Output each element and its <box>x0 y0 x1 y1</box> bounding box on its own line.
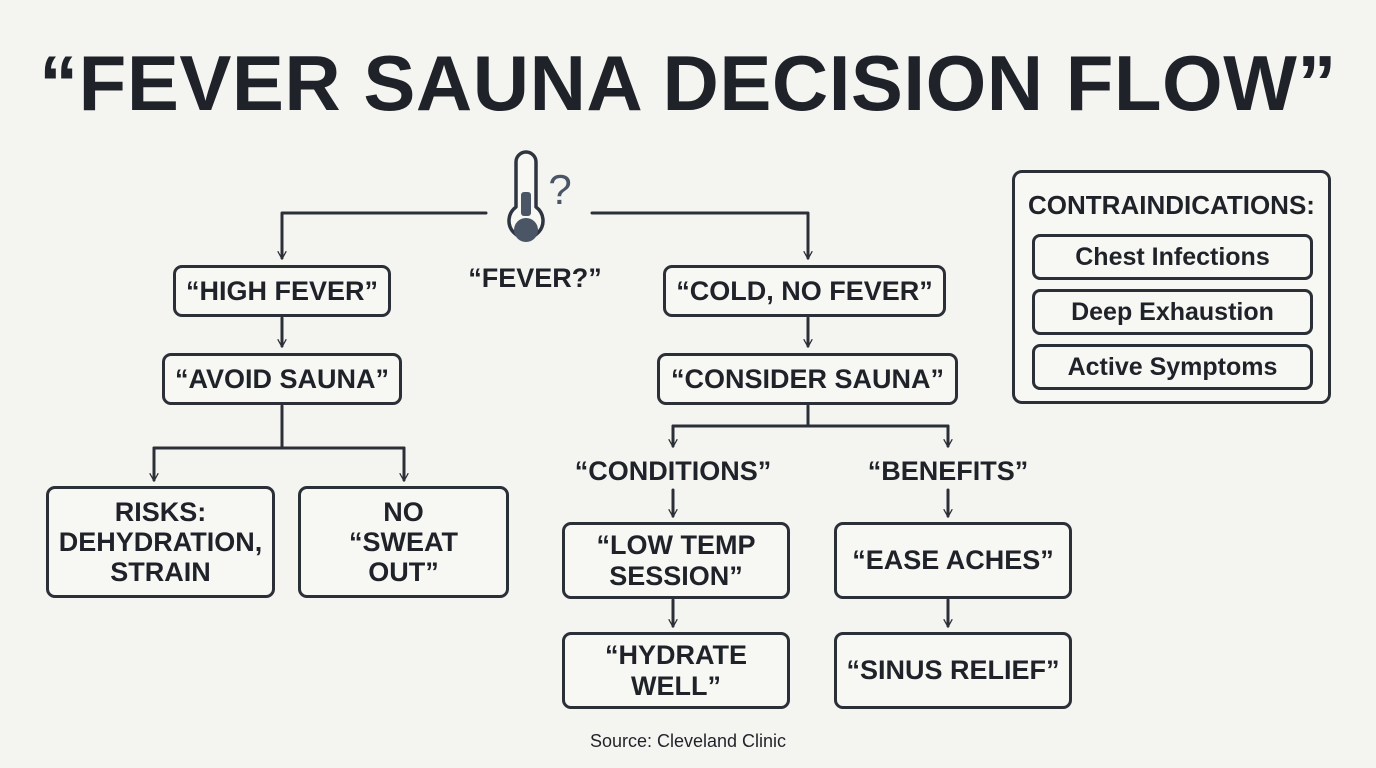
cold-no-fever-box: “COLD, NO FEVER” <box>663 265 946 317</box>
thermometer-icon <box>507 150 545 242</box>
contraindication-chest-infections: Chest Infections <box>1032 234 1313 280</box>
avoid-sauna-label: “AVOID SAUNA” <box>174 363 389 394</box>
contraindication-label: Deep Exhaustion <box>1071 297 1274 326</box>
high-fever-box: “HIGH FEVER” <box>173 265 391 317</box>
question-mark-icon: ? <box>548 166 571 213</box>
source-caption: Source: Cleveland Clinic <box>589 731 787 751</box>
avoid-sauna-box: “AVOID SAUNA” <box>162 353 402 405</box>
root-label-fever: “FEVER?” <box>468 263 602 293</box>
contraindication-label: Chest Infections <box>1075 242 1270 271</box>
consider-sauna-label: “CONSIDER SAUNA” <box>670 363 945 394</box>
connector-consider-split <box>671 404 950 428</box>
low-temp-line-1: “LOW TEMP <box>596 530 756 561</box>
contraindication-active-symptoms: Active Symptoms <box>1032 344 1313 390</box>
no-sweat-line-1: NO <box>383 496 424 527</box>
hydrate-line-1: “HYDRATE <box>604 640 747 671</box>
hydrate-line-2: WELL” <box>631 670 721 701</box>
low-temp-line-2: SESSION” <box>609 560 743 591</box>
ease-aches-box: “EASE ACHES” <box>834 522 1072 599</box>
contraindication-deep-exhaustion: Deep Exhaustion <box>1032 289 1313 335</box>
risks-line-1: RISKS: <box>114 496 207 527</box>
risks-line-2: DEHYDRATION, <box>58 526 263 557</box>
risks-box: RISKS: DEHYDRATION, STRAIN <box>46 486 275 598</box>
low-temp-session-box: “LOW TEMP SESSION” <box>562 522 790 599</box>
ease-aches-label: “EASE ACHES” <box>852 545 1054 576</box>
no-sweat-out-box: NO “SWEAT OUT” <box>298 486 509 598</box>
high-fever-label: “HIGH FEVER” <box>185 275 379 306</box>
connector-root-left <box>282 211 488 258</box>
hydrate-well-box: “HYDRATE WELL” <box>562 632 790 709</box>
conditions-label: “CONDITIONS” <box>574 456 772 486</box>
no-sweat-line-2: “SWEAT <box>349 526 458 557</box>
no-sweat-line-3: OUT” <box>368 557 439 588</box>
contraindications-panel: CONTRAINDICATIONS: Chest Infections Deep… <box>1012 170 1331 404</box>
contraindication-label: Active Symptoms <box>1067 352 1278 381</box>
connector-root-right <box>590 211 808 258</box>
contraindications-title: CONTRAINDICATIONS: <box>1028 190 1315 220</box>
sinus-relief-label: “SINUS RELIEF” <box>846 655 1060 686</box>
cold-no-fever-label: “COLD, NO FEVER” <box>676 275 933 306</box>
benefits-label: “BENEFITS” <box>867 456 1029 486</box>
page-title: “FEVER SAUNA DECISION FLOW” <box>39 39 1337 127</box>
sinus-relief-box: “SINUS RELIEF” <box>834 632 1072 709</box>
connector-avoid-split <box>152 404 406 450</box>
consider-sauna-box: “CONSIDER SAUNA” <box>657 353 958 405</box>
risks-line-3: STRAIN <box>110 557 211 588</box>
